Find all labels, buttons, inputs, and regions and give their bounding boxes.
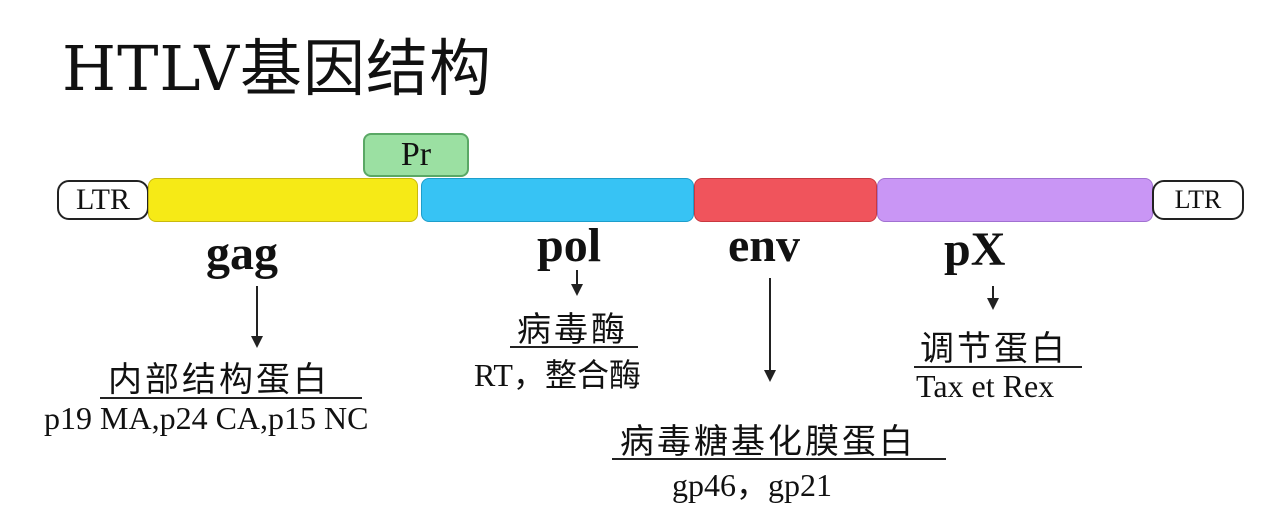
gag-arrow-line — [256, 286, 258, 338]
gag-underline — [100, 397, 362, 399]
ltr-right-box: LTR — [1152, 180, 1244, 220]
env-category: 病毒糖基化膜蛋白 — [620, 422, 916, 462]
pol-category: 病毒酶 — [517, 310, 628, 350]
env-proteins: gp46，gp21 — [672, 467, 833, 503]
gag-arrow-head — [251, 336, 263, 348]
gag-label: gag — [206, 227, 278, 280]
diagram-title: HTLV基因结构 — [62, 32, 493, 105]
px-segment — [877, 178, 1153, 222]
px-arrow-line — [992, 286, 994, 300]
env-label: env — [728, 219, 800, 272]
px-proteins: Tax et Rex — [916, 368, 1055, 404]
env-underline — [612, 458, 946, 460]
pol-label: pol — [537, 219, 602, 272]
gag-category: 内部结构蛋白 — [108, 360, 330, 400]
pol-proteins: RT，整合酶 — [474, 357, 641, 393]
pol-segment — [421, 178, 694, 222]
pol-arrow-line — [576, 270, 578, 286]
gag-segment — [148, 178, 418, 222]
px-label: pX — [944, 223, 1006, 276]
px-arrow-head — [987, 298, 999, 310]
pol-underline — [510, 346, 638, 348]
px-category: 调节蛋白 — [920, 329, 1068, 369]
env-arrow-line — [769, 278, 771, 372]
ltr-left-box: LTR — [57, 180, 149, 220]
env-segment — [694, 178, 877, 222]
env-arrow-head — [764, 370, 776, 382]
px-underline — [914, 366, 1082, 368]
pr-box: Pr — [363, 133, 469, 177]
pol-arrow-head — [571, 284, 583, 296]
gag-proteins: p19 MA,p24 CA,p15 NC — [44, 400, 369, 436]
